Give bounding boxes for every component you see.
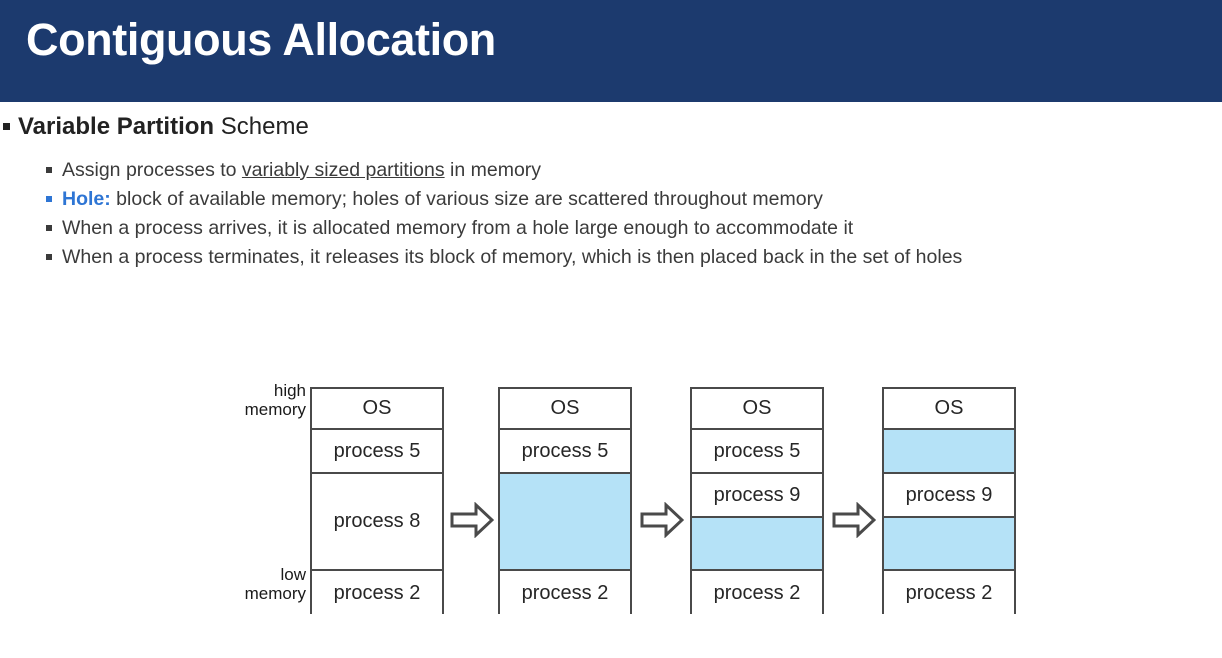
memory-cell-os: OS	[692, 389, 822, 430]
high-memory-label-line1: high	[273, 381, 306, 400]
memory-cell-hole	[884, 430, 1014, 474]
title-banner: Contiguous Allocation	[0, 0, 1222, 102]
low-memory-label-line2: memory	[244, 584, 306, 603]
assign-underlined-text: variably sized partitions	[241, 159, 445, 181]
process-arrives-text: When a process arrives, it is allocated …	[62, 217, 854, 239]
memory-cell-process-2: process 2	[500, 571, 630, 616]
memory-cell-process-8: process 8	[312, 474, 442, 571]
bullet-level1-bold-text: Variable Partition	[18, 113, 215, 140]
memory-cell-process-5: process 5	[500, 430, 630, 474]
bullet-square-icon	[46, 167, 52, 173]
hole-keyword: Hole:	[62, 188, 111, 210]
memory-cell-process-2: process 2	[692, 571, 822, 616]
assign-pre-text: Assign processes to	[62, 159, 242, 181]
arrow-right-icon-1	[450, 501, 495, 539]
arrow-right-icon-2	[640, 501, 685, 539]
assign-post-text: in memory	[444, 159, 542, 181]
bullet-assign-processes: Assign processes to variably sized parti…	[0, 156, 1222, 185]
memory-cell-process-5: process 5	[692, 430, 822, 474]
memory-cell-hole	[500, 474, 630, 571]
process-terminates-text: When a process terminates, it releases i…	[62, 246, 963, 268]
high-memory-label-line2: memory	[244, 400, 306, 419]
memory-column-state-4: OS process 9 process 2	[882, 387, 1016, 616]
bullet-process-terminates: When a process terminates, it releases i…	[0, 243, 1222, 272]
bullet-square-icon	[46, 254, 52, 260]
page-title: Contiguous Allocation	[26, 14, 496, 65]
memory-cell-process-2: process 2	[312, 571, 442, 616]
low-memory-label: low memory	[222, 565, 306, 603]
arrow-right-icon-3	[832, 501, 877, 539]
bullet-level1-variable-partition: Variable Partition Scheme	[0, 110, 1222, 144]
memory-cell-os: OS	[312, 389, 442, 430]
bullet-list: Variable Partition Scheme Assign process…	[0, 110, 1222, 272]
memory-cell-process-9: process 9	[884, 474, 1014, 518]
memory-cell-process-9: process 9	[692, 474, 822, 518]
memory-cell-os: OS	[884, 389, 1014, 430]
memory-cell-os: OS	[500, 389, 630, 430]
memory-cell-hole	[692, 518, 822, 571]
high-memory-label: high memory	[222, 381, 306, 419]
bullet-square-icon	[3, 123, 10, 130]
memory-cell-process-5: process 5	[312, 430, 442, 474]
memory-cell-process-2: process 2	[884, 571, 1014, 616]
bullet-square-icon	[46, 225, 52, 231]
bullet-level1-regular-text: Scheme	[214, 113, 309, 140]
bullet-hole-definition: Hole: block of available memory; holes o…	[0, 185, 1222, 214]
bullet-process-arrives: When a process arrives, it is allocated …	[0, 214, 1222, 243]
bullet-square-icon	[46, 196, 52, 202]
hole-definition-text: block of available memory; holes of vari…	[110, 188, 823, 210]
low-memory-label-line1: low	[280, 565, 306, 584]
memory-cell-hole	[884, 518, 1014, 571]
